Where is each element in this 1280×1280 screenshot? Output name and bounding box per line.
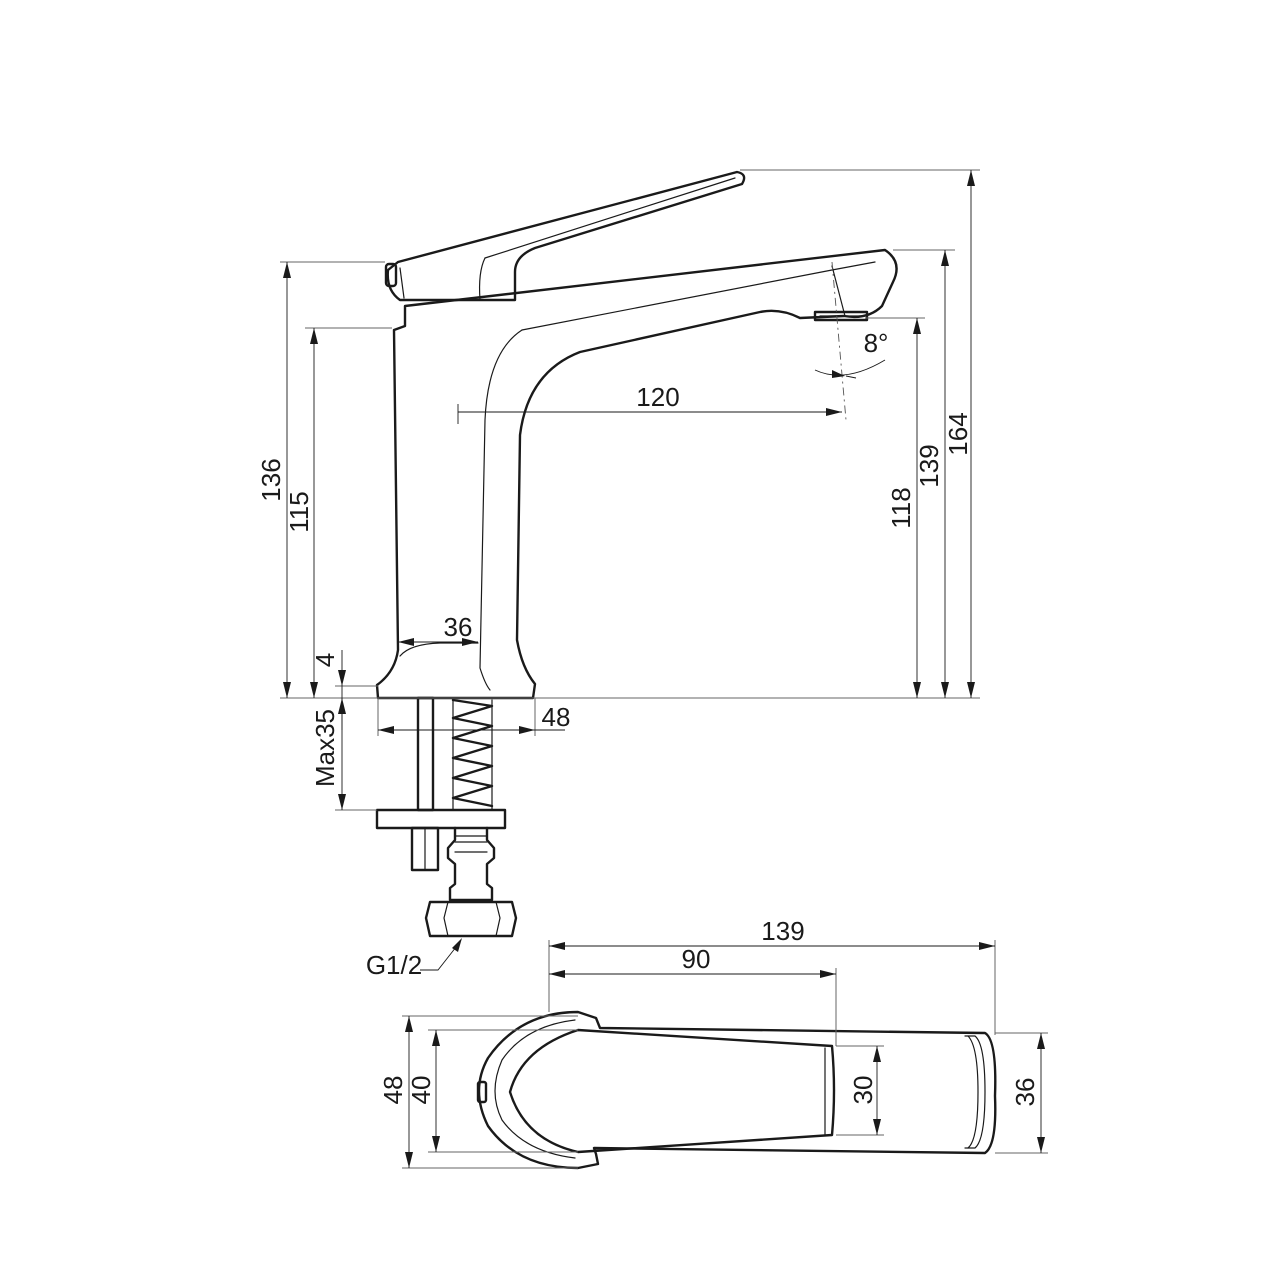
dim-height-outlet: 118 <box>886 487 916 528</box>
dim-width-spout: 36 <box>1010 1078 1040 1107</box>
mounting-plate <box>375 808 507 830</box>
supply-hose-neck <box>446 826 496 902</box>
dim-spout-reach: 120 <box>636 382 679 412</box>
threaded-rod <box>416 696 435 812</box>
dim-width-inner: 40 <box>406 1076 436 1105</box>
top-handle <box>508 1028 836 1154</box>
faucet-top-view <box>476 1010 997 1170</box>
lever-cap <box>384 262 398 288</box>
dim-base-width-top: 36 <box>444 612 473 642</box>
dim-height-total: 164 <box>943 412 973 455</box>
aerator <box>813 310 869 322</box>
dim-height-spout-top: 139 <box>914 444 944 487</box>
dim-height-body: 136 <box>256 458 286 501</box>
mounting-hardware <box>375 696 518 938</box>
lever-handle <box>386 170 746 302</box>
thread-label: G1/2 <box>366 950 422 980</box>
dim-max-deck: Max35 <box>310 709 340 787</box>
top-body-outline <box>477 1010 997 1170</box>
side-dimension-lines <box>280 169 980 971</box>
dim-gasket: 4 <box>310 653 340 667</box>
dim-base-width: 48 <box>542 702 571 732</box>
hex-nut <box>424 900 518 938</box>
dim-length-handle: 90 <box>682 944 711 974</box>
dim-height-body-top: 115 <box>284 491 314 532</box>
dim-length-total: 139 <box>761 916 804 946</box>
dim-width-body: 48 <box>378 1076 408 1105</box>
top-lever-cap <box>476 1080 488 1104</box>
spring <box>451 698 494 808</box>
dim-spout-angle: 8° <box>864 328 889 358</box>
dim-width-handle: 30 <box>848 1076 878 1105</box>
top-dimension-lines <box>402 940 1048 1169</box>
